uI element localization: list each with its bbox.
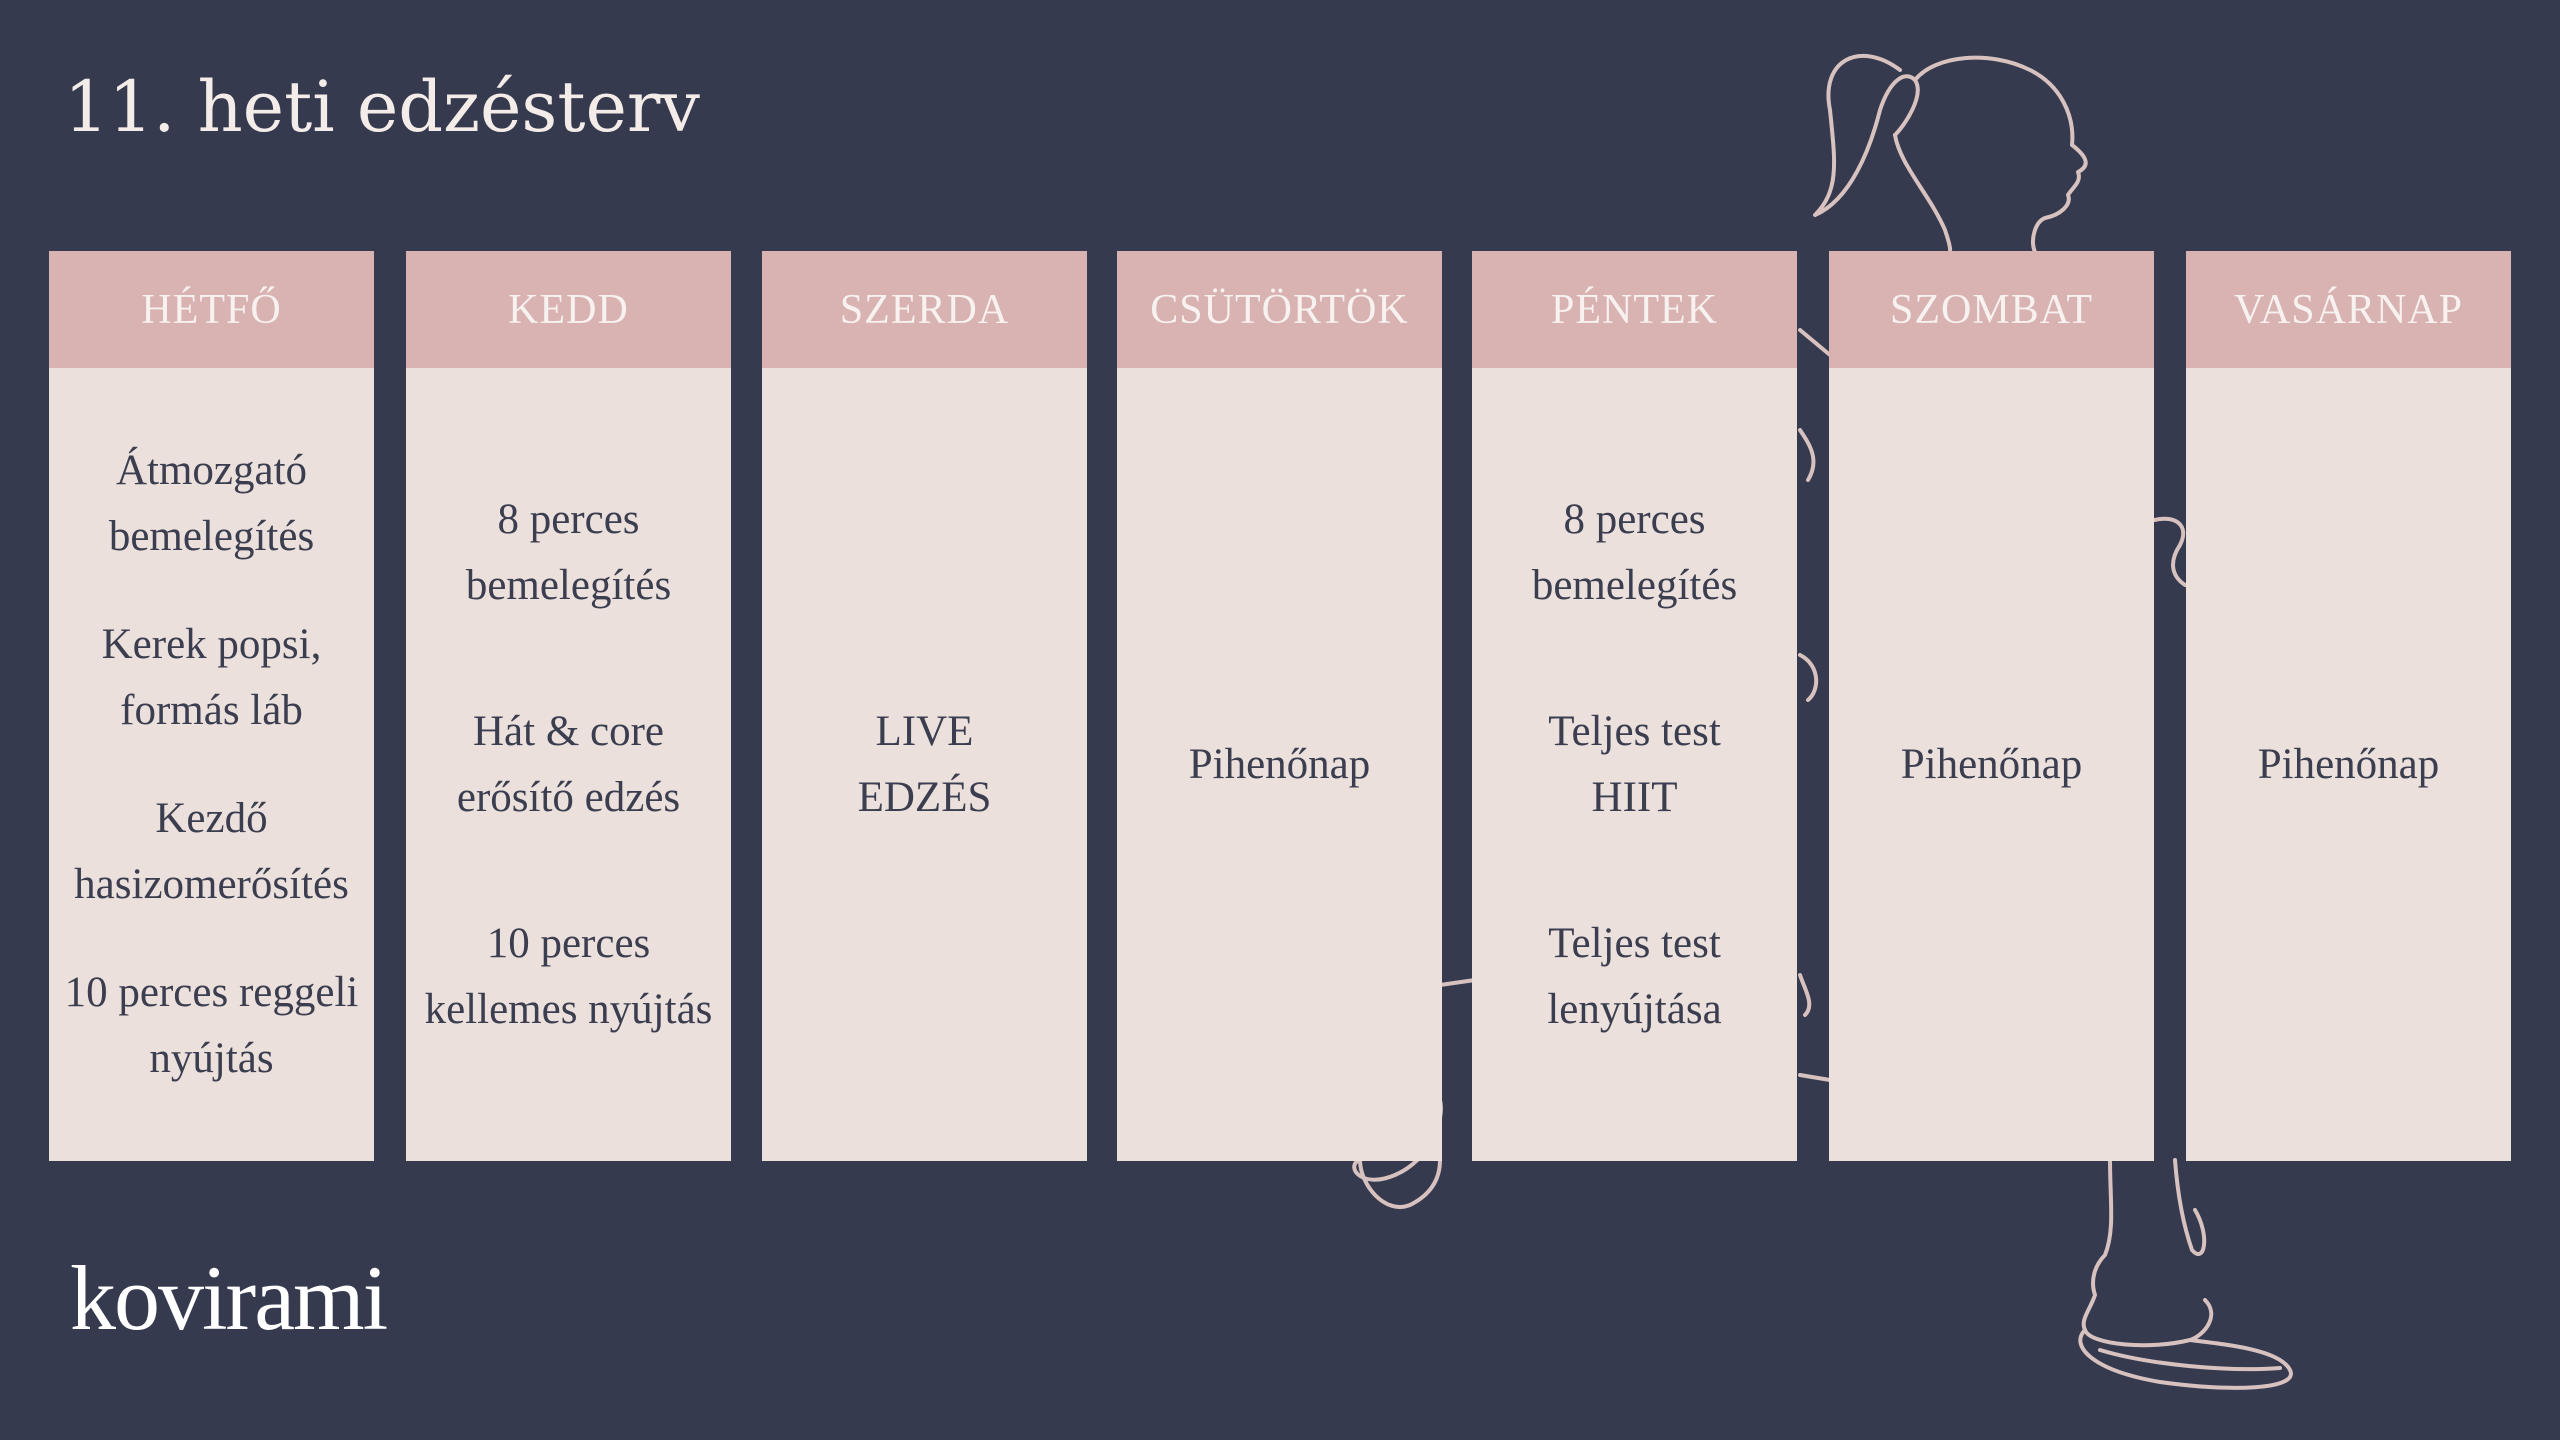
workout-item: Kerek popsi, formás láb <box>101 620 322 734</box>
workout-item: Pihenőnap <box>1188 740 1371 788</box>
day-header: SZOMBAT <box>1829 251 2154 368</box>
day-header: PÉNTEK <box>1472 251 1797 368</box>
workout-item: LIVE EDZÉS <box>857 707 992 821</box>
day-header: SZERDA <box>762 251 1087 368</box>
day-header: KEDD <box>406 251 731 368</box>
brand-logo: kovirami <box>70 1247 388 1349</box>
workout-item: Kezdő hasizomerősítés <box>74 794 349 908</box>
day-column-saturday: SZOMBAT Pihenőnap <box>1829 251 2154 1161</box>
workout-item: Pihenőnap <box>2257 740 2440 788</box>
day-body: Pihenőnap <box>1117 368 1442 1161</box>
workout-item: Teljes test lenyújtása <box>1547 919 1722 1033</box>
day-column-tuesday: KEDD 8 perces bemelegítés Hát & core erő… <box>406 251 731 1161</box>
weekly-plan: HÉTFŐ Átmozgató bemelegítés Kerek popsi,… <box>49 251 2511 1161</box>
workout-item: Átmozgató bemelegítés <box>108 446 315 560</box>
day-body: LIVE EDZÉS <box>762 368 1087 1161</box>
page-title: 11. heti edzésterv <box>64 66 700 148</box>
day-column-wednesday: SZERDA LIVE EDZÉS <box>762 251 1087 1161</box>
day-column-sunday: VASÁRNAP Pihenőnap <box>2186 251 2511 1161</box>
day-column-friday: PÉNTEK 8 perces bemelegítés Teljes test … <box>1472 251 1797 1161</box>
workout-item: 10 perces kellemes nyújtás <box>424 919 713 1033</box>
workout-item: 10 perces reggeli nyújtás <box>64 968 359 1082</box>
day-body: Pihenőnap <box>1829 368 2154 1161</box>
day-body: Átmozgató bemelegítés Kerek popsi, formá… <box>49 368 374 1161</box>
workout-item: 8 perces bemelegítés <box>1531 495 1738 609</box>
day-body: Pihenőnap <box>2186 368 2511 1161</box>
workout-item: Pihenőnap <box>1900 740 2083 788</box>
workout-item: Teljes test HIIT <box>1548 707 1721 821</box>
day-column-thursday: CSÜTÖRTÖK Pihenőnap <box>1117 251 1442 1161</box>
day-header: VASÁRNAP <box>2186 251 2511 368</box>
day-header: CSÜTÖRTÖK <box>1117 251 1442 368</box>
day-body: 8 perces bemelegítés Teljes test HIIT Te… <box>1472 368 1797 1161</box>
day-body: 8 perces bemelegítés Hát & core erősítő … <box>406 368 731 1161</box>
workout-item: Hát & core erősítő edzés <box>456 707 681 821</box>
day-column-monday: HÉTFŐ Átmozgató bemelegítés Kerek popsi,… <box>49 251 374 1161</box>
day-header: HÉTFŐ <box>49 251 374 368</box>
workout-item: 8 perces bemelegítés <box>465 495 672 609</box>
